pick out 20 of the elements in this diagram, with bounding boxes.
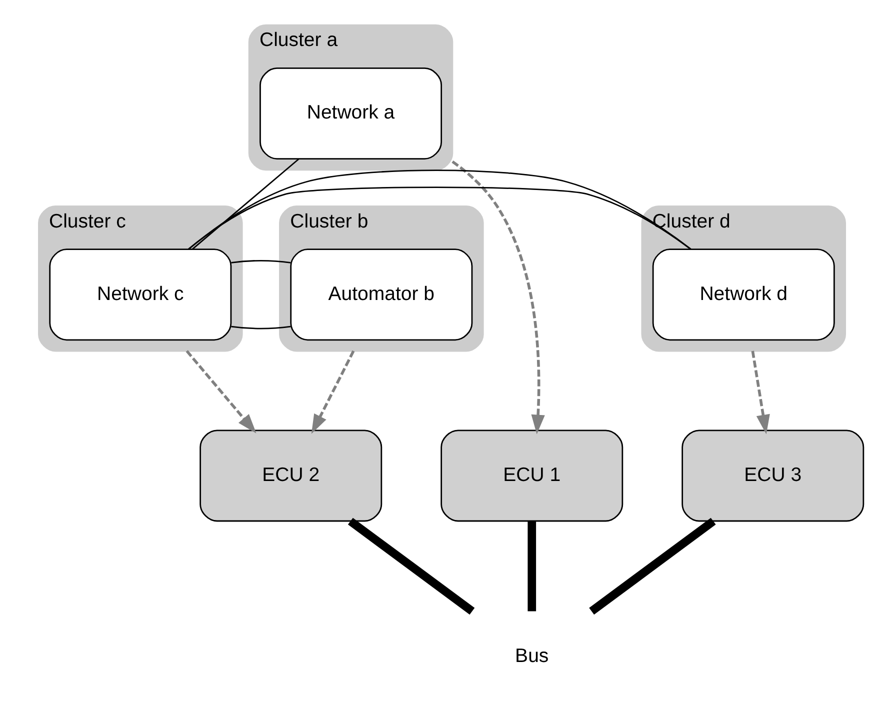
connector: [188, 170, 692, 250]
connector: [188, 186, 692, 250]
connector: [528, 521, 536, 612]
connector: [192, 158, 300, 250]
node-box: ECU 3: [682, 430, 864, 522]
connector: [231, 326, 291, 330]
node-box: Automator b: [290, 248, 473, 341]
arrow: [751, 350, 770, 434]
node-box: Network a: [260, 68, 442, 160]
node-text: Bus: [515, 644, 549, 667]
arrow: [452, 160, 545, 434]
arrow: [311, 350, 355, 434]
connector: [348, 518, 475, 615]
arrow: [186, 350, 256, 434]
node-box: ECU 2: [200, 430, 382, 522]
connector: [589, 518, 716, 615]
node-box: Network d: [652, 248, 835, 341]
node-box: Network c: [49, 248, 232, 341]
node-box: ECU 1: [440, 430, 624, 522]
connector: [231, 260, 291, 264]
